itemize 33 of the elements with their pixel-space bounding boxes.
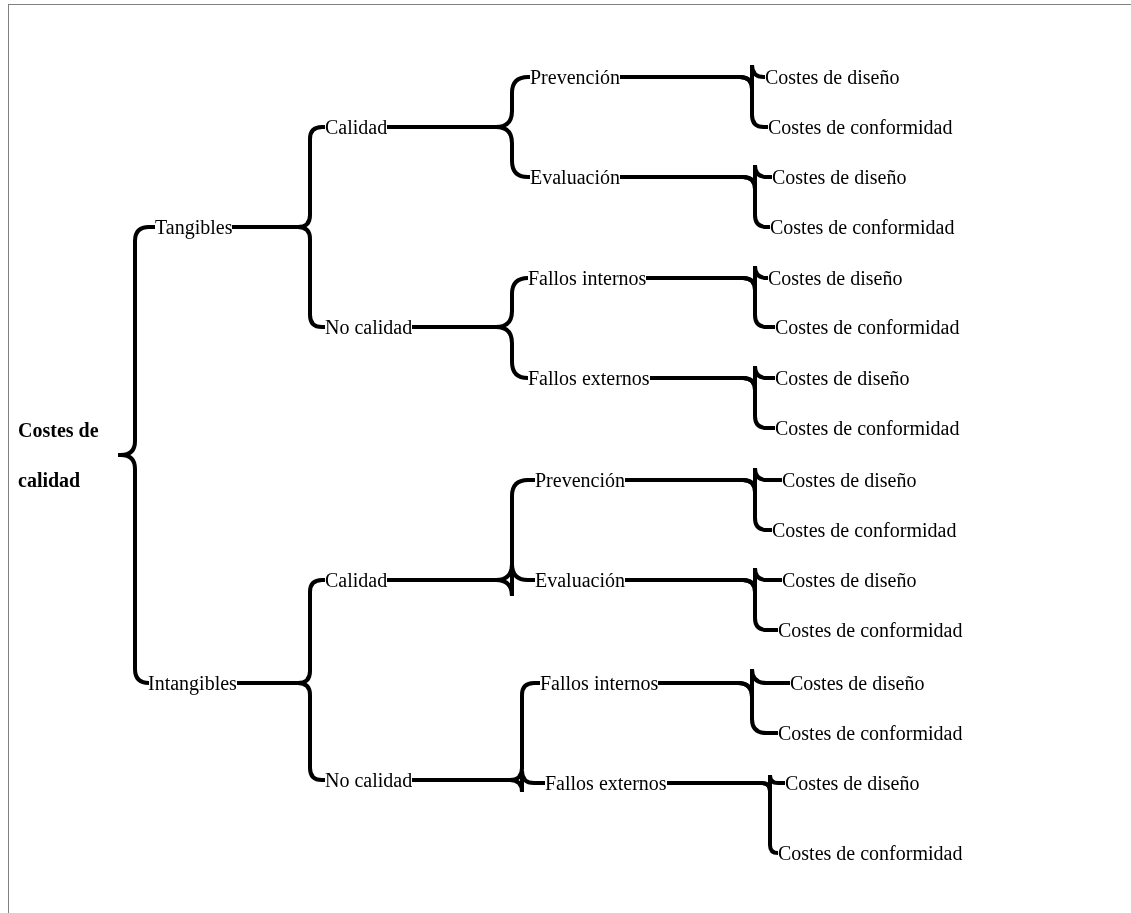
category-label: Costes de conformidad	[775, 314, 960, 340]
curly-brace	[387, 562, 535, 598]
category-label: Costes de conformidad	[778, 720, 963, 746]
category-label: Costes de conformidad	[775, 415, 960, 441]
category-label: Evaluación	[530, 164, 620, 190]
category-label: Intangibles	[148, 670, 237, 696]
category-label: Costes de diseño	[765, 64, 900, 90]
category-label: Fallos internos	[540, 670, 659, 696]
category-label: Prevención	[530, 64, 620, 90]
category-label: Tangibles	[155, 214, 233, 240]
category-label: Fallos internos	[528, 265, 647, 291]
curly-brace	[658, 681, 778, 735]
category-label: Costes de diseño	[785, 770, 920, 796]
category-label: Costes de conformidad	[778, 840, 963, 866]
category-label: No calidad	[325, 314, 413, 340]
category-label: No calidad	[325, 767, 413, 793]
category-label: Costes de conformidad	[772, 517, 957, 543]
category-label: Evaluación	[535, 567, 625, 593]
category-label: Costes de diseño	[772, 164, 907, 190]
category-label: Costes de diseño	[782, 567, 917, 593]
category-label: Fallos externos	[545, 770, 667, 796]
category-label: Costes de conformidad	[768, 114, 953, 140]
category-label: Costes de diseño	[790, 670, 925, 696]
category-label: Costes de diseño	[782, 467, 917, 493]
category-label: Fallos externos	[528, 365, 650, 391]
category-label: Calidad	[325, 114, 388, 140]
category-label: Costes de diseño	[768, 265, 903, 291]
category-label: Costes de conformidad	[778, 617, 963, 643]
root-label: Costes de calidad	[18, 405, 118, 505]
category-label: Calidad	[325, 567, 388, 593]
category-label: Prevención	[535, 467, 625, 493]
category-label: Costes de diseño	[775, 365, 910, 391]
category-label: Costes de conformidad	[770, 214, 955, 240]
